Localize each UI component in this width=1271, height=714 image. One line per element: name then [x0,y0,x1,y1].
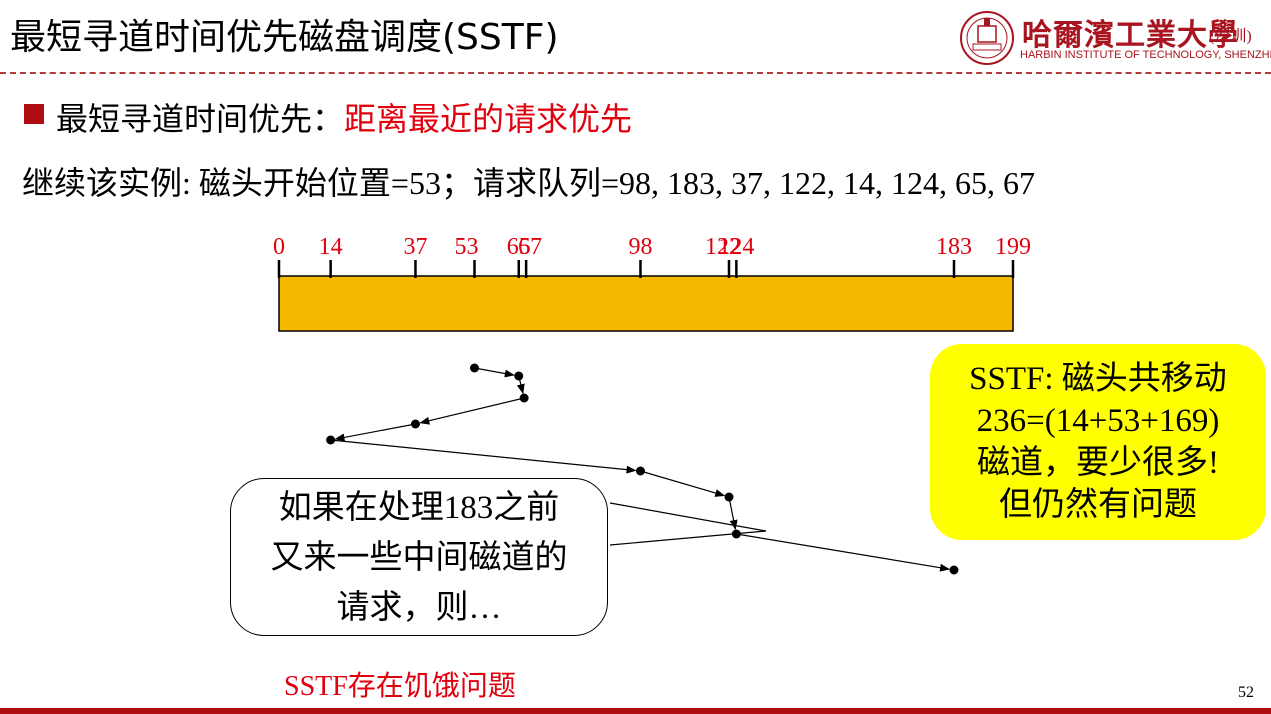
logo-chinese-name: 哈爾濱工業大學 [1022,19,1239,52]
head-move-segment [728,496,738,531]
head-position-point [635,466,645,476]
head-position-point [514,371,524,381]
summary-callout: SSTF: 磁头共移动 236=(14+53+169) 磁道，要少很多! 但仍然… [930,344,1266,540]
callout-line: 请求，则… [336,590,502,626]
head-move-segment [334,423,416,442]
callout-pointer [609,530,767,546]
university-emblem-icon [960,11,1014,65]
head-position-point [326,435,336,445]
head-move-segment [330,439,637,474]
track-tick-label: 124 [718,234,754,260]
head-move-segment [474,367,515,378]
track-tick-label: 53 [454,234,478,260]
bullet-line: 最短寻道时间优先：距离最近的请求优先 [56,94,632,140]
track-tick-label: 37 [403,234,427,260]
title-divider [0,72,1271,74]
page-number: 52 [1238,684,1254,701]
slide-title: 最短寻道时间优先磁盘调度(SSTF) [10,17,559,58]
track-tick-label: 14 [319,234,343,260]
callout-pointer [609,502,767,532]
head-move-segment [419,397,525,425]
square-bullet-icon [24,104,44,124]
head-position-point [724,492,734,502]
head-move-segment [736,533,951,572]
track-tick-label: 98 [628,234,652,260]
footer-rule [0,708,1271,714]
starvation-caption: SSTF存在饥饿问题 [284,671,516,702]
track-tick-label: 65 [507,234,531,260]
university-logo [960,11,1014,65]
head-position-point [519,393,529,403]
track-tick-label: 122 [705,234,741,260]
head-position-point [410,419,420,429]
callout-line: SSTF: 磁头共移动 [969,361,1227,397]
logo-campus: (深圳) [1209,28,1252,45]
callout-line: 236=(14+53+169) [976,403,1220,439]
callout-line: 磁道，要少很多! [977,445,1219,481]
track-tick-label: 67 [518,234,542,260]
question-callout: 如果在处理183之前 又来一些中间磁道的 请求，则… [230,478,608,636]
logo-english-name: HARBIN INSTITUTE OF TECHNOLOGY, SHENZHEN [1020,49,1271,61]
head-position-point [469,363,479,373]
bullet-text: 最短寻道时间优先： [56,101,345,137]
bullet-highlight: 距离最近的请求优先 [344,101,633,137]
track-bar [278,275,1014,332]
head-movement-path [326,363,959,575]
example-line: 继续该实例: 磁头开始位置=53；请求队列=98, 183, 37, 122, … [22,165,1035,201]
track-tick-label: 0 [273,234,285,260]
head-move-segment [640,470,726,497]
callout-line: 但仍然有问题 [999,487,1197,523]
track-tick-label: 183 [936,234,972,260]
callout-line: 如果在处理183之前 [278,490,560,526]
callout-line: 又来一些中间磁道的 [270,540,568,576]
head-position-point [949,565,959,575]
track-tick-label: 199 [995,234,1031,260]
